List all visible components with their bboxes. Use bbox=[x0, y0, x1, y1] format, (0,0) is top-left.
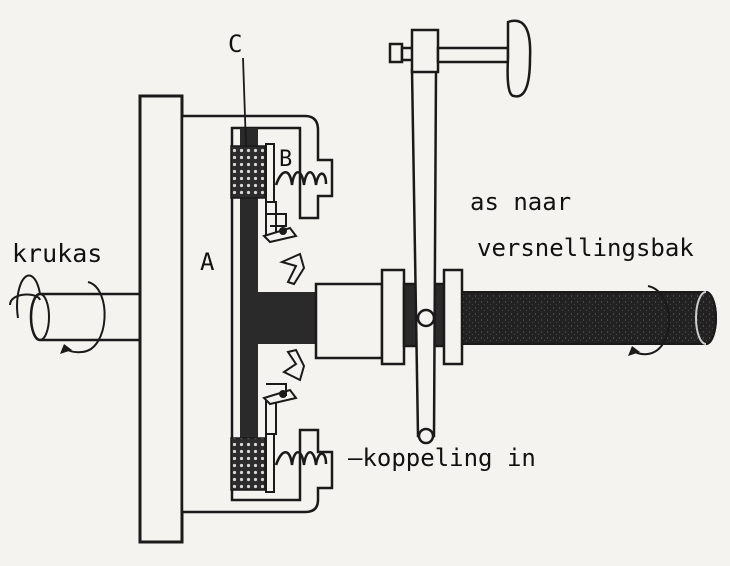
label-engaged: –koppeling in bbox=[348, 444, 536, 472]
spring-top bbox=[274, 171, 328, 186]
spring-bottom bbox=[274, 451, 328, 466]
output-shaft bbox=[459, 291, 717, 345]
label-part-a: A bbox=[200, 248, 215, 276]
label-output-line1: as naar bbox=[470, 188, 571, 216]
label-crankshaft: krukas bbox=[12, 239, 102, 268]
friction-lining-bottom bbox=[230, 437, 266, 491]
label-output-line2: versnellingsbak bbox=[477, 234, 694, 262]
label-part-c: C bbox=[228, 30, 242, 58]
crankshaft bbox=[9, 274, 144, 342]
pressure-plate-top bbox=[265, 143, 275, 203]
clutch-housing bbox=[180, 114, 334, 514]
friction-lining-top bbox=[230, 145, 266, 199]
release-lever-top bbox=[262, 201, 306, 286]
clutch-fork-lever bbox=[388, 19, 532, 445]
label-part-c-leader bbox=[242, 57, 247, 147]
label-part-b: B bbox=[279, 147, 292, 172]
output-rotation-arrow bbox=[628, 285, 670, 356]
flywheel bbox=[138, 94, 184, 544]
pressure-plate-bottom bbox=[265, 433, 275, 493]
release-lever-bottom bbox=[262, 348, 306, 435]
crankshaft-rotation-arrow bbox=[60, 281, 106, 354]
release-bearing bbox=[314, 268, 464, 366]
output-shaft-inner bbox=[240, 292, 320, 344]
